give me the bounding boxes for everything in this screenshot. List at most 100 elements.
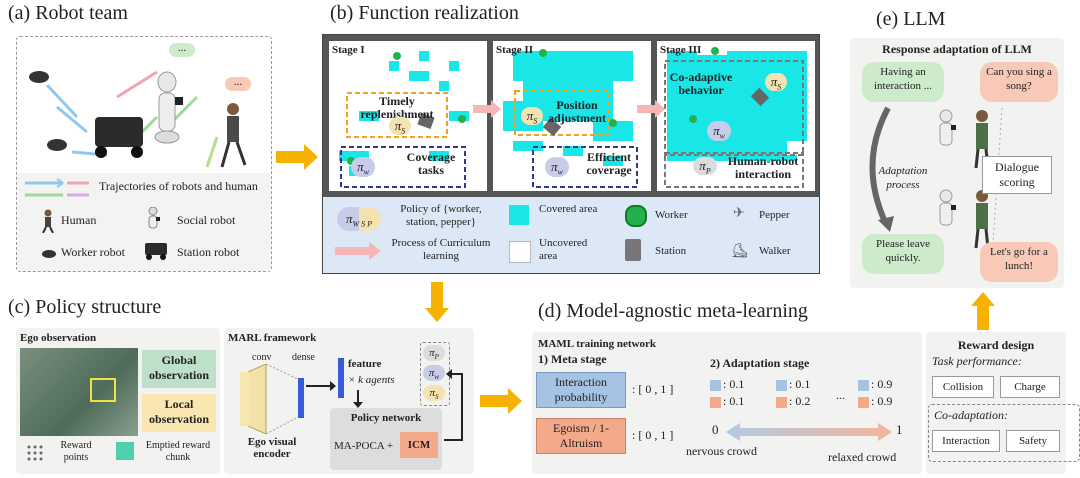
timely-replenishment-label: Timely replenishment: [360, 94, 434, 121]
pi-p-chip: πP: [423, 345, 445, 361]
policy-symbol-badge: πW S P: [337, 207, 381, 231]
coverage-tasks-label: Coverage tasks: [406, 150, 456, 177]
stage-2-label: Stage II: [496, 44, 533, 56]
stage-2-coverage: [503, 49, 638, 188]
having-interaction-bubble: Having an interaction ...: [862, 62, 944, 102]
adapt-dots: ...: [836, 388, 845, 402]
panel-c-title: (c) Policy structure: [8, 296, 162, 318]
function-legend: πW S P Policy of {worker, station, peppe…: [323, 197, 819, 273]
marl-label: MARL framework: [228, 332, 317, 344]
adaptation-process-label: Adaptation process: [878, 165, 928, 191]
crowd-scale-arrow: [726, 423, 892, 441]
human-robot-interaction-label: Human-robot interaction: [727, 154, 799, 181]
pi-p-badge: πP: [693, 157, 717, 176]
uncovered-swatch: [509, 241, 531, 263]
adaptation-stage-label: 2) Adaptation stage: [710, 356, 810, 370]
trajectory-arrows-icon: [25, 178, 89, 197]
pi-s-badge: πS: [389, 117, 411, 136]
stage-arrow-1: [473, 100, 501, 118]
task-performance-label: Task performance:: [932, 354, 1022, 368]
meta-range-2: : [ 0 , 1 ]: [632, 428, 674, 442]
reward-points-label: Reward points: [60, 440, 92, 463]
legend-walker: Walker: [759, 245, 791, 257]
legend-social-robot: Social robot: [177, 213, 236, 227]
adapt-col-2: : 0.1 : 0.2: [776, 376, 810, 410]
position-adjustment-label: Position adjustment: [547, 98, 606, 125]
collision-box: Collision: [932, 376, 994, 398]
human-icon: [41, 209, 54, 234]
encoder-diagram: [240, 364, 304, 434]
dialogue-scoring-box: Dialogue scoring: [982, 156, 1052, 194]
feature-down-arrow: [353, 390, 363, 408]
pepper-icon: ✈: [733, 206, 745, 221]
emptied-chunk-swatch: [116, 442, 134, 460]
encoder-arrow: [306, 381, 336, 391]
social-robot-icon: [145, 206, 161, 236]
co-adaptation-label: Co-adaptation:: [934, 408, 1008, 422]
pi-s-chip: πS: [423, 385, 445, 401]
ma-poca-label: MA-POCA +: [334, 440, 394, 452]
arrow-reward-to-llm: [971, 292, 995, 330]
meta-range-1: : [ 0 , 1 ]: [632, 382, 674, 396]
co-adaptive-behavior-label: Co-adaptive behavior: [669, 70, 733, 97]
pi-w-chip: πw: [423, 365, 445, 381]
marl-framework-panel: MARL framework conv dense Ego visual enc…: [224, 328, 474, 474]
legend-station: Station: [655, 245, 687, 257]
panel-a-title: (a) Robot team: [8, 2, 128, 24]
charge-box: Charge: [1000, 376, 1060, 398]
policy-network-label: Policy network: [350, 412, 422, 424]
policy-network-box: Policy network MA-POCA + ICM: [330, 408, 442, 470]
interaction-probability-box: Interaction probability: [536, 372, 626, 408]
function-realization-panel: Stage I Timely replenishment πS πw Cover…: [322, 34, 820, 274]
adapt-col-3: : 0.9 : 0.9: [858, 376, 892, 410]
pi-w-badge-2: πw: [545, 157, 569, 177]
encoder-label: Ego visual encoder: [247, 436, 297, 460]
adapt-col-1: : 0.1 : 0.1: [710, 376, 744, 410]
interaction-box: Interaction: [932, 430, 1000, 452]
k-agents-label: × k agents: [348, 374, 395, 386]
reward-design-panel: Reward design Task performance: Collisio…: [926, 332, 1080, 474]
sing-song-bubble: Can you sing a song?: [980, 62, 1058, 102]
pi-s-badge-3: πS: [765, 73, 787, 92]
arrow-b-to-c: [425, 282, 449, 322]
pi-w-badge: πw: [351, 157, 375, 177]
panel-b-title: (b) Function realization: [330, 2, 519, 24]
social-speech-bubble: ...: [169, 43, 195, 57]
panel-e-title: (e) LLM: [876, 8, 946, 30]
local-view-box: [90, 378, 116, 402]
ego-observation-label: Ego observation: [20, 332, 97, 344]
stage-3-coverage: [664, 43, 807, 188]
stage-3-map: Stage III Co-adaptive behavior πS πw πP …: [657, 41, 815, 191]
worker-robot-icon: [41, 247, 57, 265]
station-robot-icon: [143, 241, 169, 266]
reward-design-title: Reward design: [957, 338, 1035, 352]
feature-label: feature: [348, 358, 382, 370]
worker-icon: [625, 205, 647, 227]
robot-team-panel: ... ... Trajectories of robots and human…: [16, 36, 272, 272]
maml-panel: MAML training network 1) Meta stage 2) A…: [532, 332, 922, 474]
stage-2-map: Stage II πS Position adjustment πw Effic…: [493, 41, 651, 191]
legend-uncovered: Uncovered area: [539, 237, 588, 262]
panel-d-title: (d) Model-agnostic meta-learning: [538, 300, 808, 322]
legend-pepper: Pepper: [759, 209, 790, 221]
reward-points-icon: [27, 445, 43, 461]
stage-3-label: Stage III: [660, 44, 702, 56]
robot-team-legend: Trajectories of robots and human Human S…: [17, 173, 271, 271]
curriculum-arrow-icon: [335, 242, 381, 260]
stage-1-label: Stage I: [332, 44, 365, 56]
emptied-chunk-label: Emptied reward chunk: [145, 440, 211, 463]
policy-feedback-arrow: [444, 369, 463, 441]
legend-policy: Policy of {worker, station, pepper}: [400, 203, 482, 228]
arrow-c-to-d: [480, 388, 522, 414]
adaptation-curve-arrow: [869, 106, 894, 232]
walker-icon: ⛸: [731, 244, 749, 259]
dense-label: dense: [292, 352, 315, 363]
maml-label: MAML training network: [538, 338, 656, 350]
station-icon: [625, 239, 641, 261]
human-speech-bubble: ...: [225, 77, 251, 91]
pi-s-badge-2: πS: [521, 107, 543, 126]
pi-w-badge-3: πw: [707, 121, 731, 141]
ego-observation-panel: Ego observation Global observation Local…: [16, 328, 220, 474]
egoism-box: Egoism / 1-Altruism: [536, 418, 626, 454]
please-leave-bubble: Please leave quickly.: [862, 234, 944, 274]
